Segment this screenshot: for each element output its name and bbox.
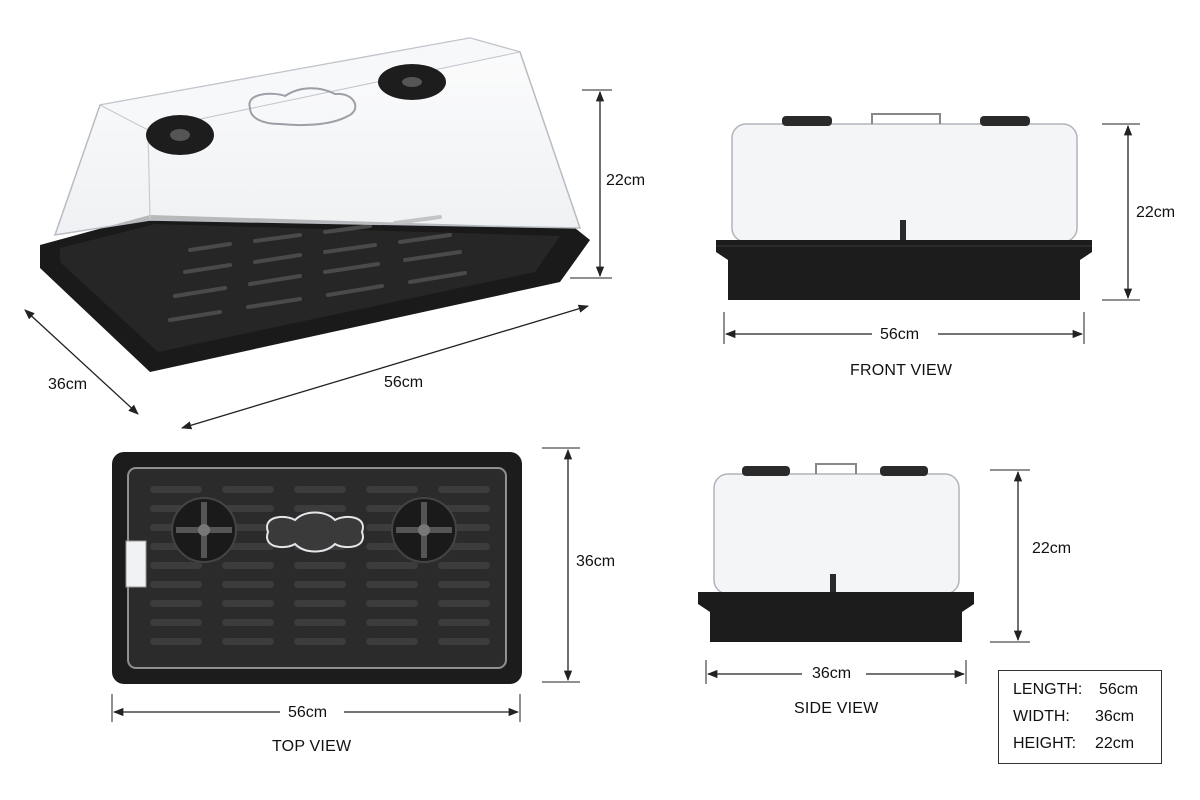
tray-slot <box>438 505 490 512</box>
perspective-height-label: 22cm <box>606 172 646 189</box>
tray-slot <box>222 486 274 493</box>
tray-slot <box>150 581 202 588</box>
front-view-caption: FRONT VIEW <box>850 362 953 379</box>
tray-slot <box>294 562 346 569</box>
side-view <box>698 463 1030 684</box>
perspective-depth-label: 36cm <box>48 376 88 393</box>
tray-slot <box>222 581 274 588</box>
tray-slot <box>438 619 490 626</box>
tray-slot <box>366 638 418 645</box>
tray-slot <box>294 619 346 626</box>
front-view <box>716 113 1140 344</box>
perspective-width-dim <box>181 304 589 430</box>
tray-slot <box>366 562 418 569</box>
tray-slot <box>366 581 418 588</box>
perspective-dome-top <box>98 37 521 131</box>
tray-slot <box>222 619 274 626</box>
tray-slot <box>438 562 490 569</box>
tray-slot <box>294 600 346 607</box>
tray-slot <box>222 543 274 550</box>
tray-slot <box>222 638 274 645</box>
tray-slot <box>150 600 202 607</box>
tray-slot <box>366 619 418 626</box>
top-vent-right <box>391 497 457 563</box>
spec-height-label: HEIGHT: <box>1013 735 1077 752</box>
tray-slot <box>150 619 202 626</box>
tray-slot <box>438 638 490 645</box>
top-width-label: 56cm <box>288 704 328 721</box>
perspective-depth-dim <box>24 309 139 415</box>
top-handle <box>266 511 364 553</box>
top-depth-label: 36cm <box>576 553 616 570</box>
perspective-width-label: 56cm <box>384 374 424 391</box>
perspective-tray-slots <box>168 215 467 322</box>
tray-slot <box>438 581 490 588</box>
top-view <box>111 447 580 722</box>
spec-width-label: WIDTH: <box>1013 708 1070 725</box>
spec-length-value: 56cm <box>1099 681 1139 698</box>
spec-height-value: 22cm <box>1095 735 1135 752</box>
tray-slot <box>294 505 346 512</box>
perspective-handle <box>248 87 357 127</box>
spec-width-value: 36cm <box>1095 708 1135 725</box>
side-height-label: 22cm <box>1032 540 1072 557</box>
tray-slot <box>438 486 490 493</box>
tray-slot <box>294 486 346 493</box>
tray-slot <box>150 486 202 493</box>
top-vent-left <box>171 497 237 563</box>
tray-slot <box>222 600 274 607</box>
tray-slot <box>294 638 346 645</box>
tray-slot <box>366 600 418 607</box>
perspective-vent-left <box>146 115 214 155</box>
front-width-label: 56cm <box>880 326 920 343</box>
tray-slot <box>366 486 418 493</box>
perspective-view <box>24 37 612 430</box>
side-width-label: 36cm <box>812 665 852 682</box>
front-tray <box>716 240 1092 300</box>
spec-length-label: LENGTH: <box>1013 681 1083 698</box>
tray-slot <box>222 562 274 569</box>
side-view-caption: SIDE VIEW <box>794 700 879 717</box>
tray-slot <box>150 638 202 645</box>
tray-slot <box>222 505 274 512</box>
tray-slot <box>438 600 490 607</box>
spec-box: LENGTH: 56cm WIDTH: 36cm HEIGHT: 22cm <box>998 670 1162 764</box>
front-height-label: 22cm <box>1136 204 1176 221</box>
top-view-caption: TOP VIEW <box>272 738 352 755</box>
side-tray <box>698 592 974 642</box>
tray-slot <box>294 581 346 588</box>
tray-slot <box>150 562 202 569</box>
side-dome <box>713 473 960 595</box>
perspective-vent-right <box>378 64 446 100</box>
